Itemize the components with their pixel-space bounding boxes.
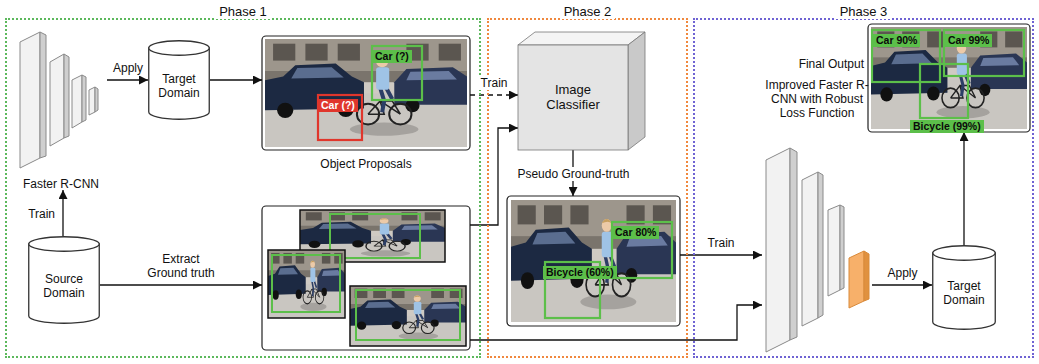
loss-layer-slab [849, 251, 864, 308]
layer-slab [89, 87, 95, 115]
cylinder-top [149, 41, 210, 56]
layer-edge [82, 75, 86, 122]
final-output-photo [868, 24, 1030, 132]
cylinder-body [29, 244, 100, 323]
network-icon: Faster R-CNN [15, 28, 107, 190]
crop-photo [268, 250, 345, 318]
cube-front [518, 45, 628, 150]
crop-border [350, 286, 466, 346]
detection-tag: Bicycle (60%) [543, 266, 617, 279]
image-panel: Car 80% Bicycle (60%) [507, 196, 680, 326]
arrow-connector [470, 128, 518, 225]
phase-region: Final Output Car 90% Car 99% Bicycle (99%) I… [693, 18, 1034, 358]
detection-tag: Car (?) [372, 50, 412, 63]
detection-tag: Car 90% [873, 34, 920, 47]
bounding-box [272, 255, 340, 312]
cylinder-body [149, 48, 210, 119]
edge-label: Train [26, 207, 57, 221]
arrow-connector [100, 284, 262, 285]
detection-tag: Car 80% [612, 226, 659, 239]
layer-slab [766, 148, 790, 352]
edge-label: Apply [111, 61, 145, 75]
cube-top [518, 32, 645, 45]
bounding-box [318, 95, 362, 140]
bounding-box [872, 30, 940, 82]
pseudo-label-photo [507, 196, 680, 326]
node-label: Source Domain [32, 272, 96, 300]
bounding-box [920, 64, 968, 118]
image-caption: Final Output [799, 57, 864, 71]
photo-frame [262, 36, 470, 150]
icon-caption: Faster R-CNN [23, 177, 99, 191]
bounding-box [612, 222, 672, 278]
network-layers-icon [20, 32, 98, 168]
edge-label: Train [479, 76, 510, 90]
layer-edge [790, 148, 797, 340]
database-cylinder: Target Domain [932, 245, 996, 330]
cylinder-top [933, 246, 996, 261]
photo-frame [262, 206, 470, 350]
edge-label: Train [706, 236, 737, 250]
ground-truth-photos [262, 206, 470, 350]
database-cylinder: Target Domain [148, 40, 210, 120]
edge-label: Apply [885, 266, 919, 280]
layer-slab [20, 32, 40, 168]
network-icon: Improved Faster R-CNN with Robust Loss F… [762, 78, 872, 354]
edge-label: Extract Ground truth [142, 252, 220, 280]
cylinder-top [29, 237, 100, 252]
edge-label: Pseudo Ground-truth [515, 167, 631, 181]
classifier-cube: Image Classifier [518, 32, 645, 150]
improved-network-icon [766, 148, 869, 352]
phase-title: Phase 3 [836, 4, 892, 19]
street-photo [265, 39, 467, 147]
node-label: Target Domain [152, 72, 206, 100]
arrow-connector [62, 190, 63, 236]
layer-slab [50, 54, 64, 146]
proposal-photo [262, 36, 470, 150]
arrow-connector [470, 94, 518, 95]
arrow-connector [107, 79, 148, 80]
crop-photo [350, 286, 466, 346]
image-panel [262, 206, 470, 350]
node-label: Target Domain [936, 279, 992, 307]
layer-slab [828, 205, 840, 296]
phase-region: Image ClassifierCar 80%Bicycle (60%)Phas… [487, 18, 688, 358]
node-label: Image Classifier [527, 82, 619, 112]
layer-slab [72, 75, 82, 128]
detection-tag: Bicycle (99%) [910, 120, 984, 133]
cylinder-body [933, 253, 996, 329]
photo-frame [868, 24, 1030, 132]
detection-tag: Car 99% [945, 34, 992, 47]
database-cylinder: Source Domain [28, 236, 100, 324]
phase-region: Faster R-CNNTarget DomainCar (?)Car (?)O… [5, 18, 481, 358]
bounding-box [944, 30, 1024, 76]
loss-layer-edge [864, 251, 869, 301]
arrow-connector [470, 305, 762, 340]
street-photo [871, 27, 1027, 129]
photo-frame [507, 196, 680, 326]
icon-caption: Improved Faster R-CNN with Robust Loss F… [765, 78, 869, 120]
bounding-box [372, 46, 422, 100]
street-photo [511, 200, 676, 322]
phase-title: Phase 1 [215, 4, 271, 19]
layer-edge [64, 54, 69, 138]
layer-edge [95, 87, 98, 112]
phase-title: Phase 2 [560, 4, 616, 19]
bounding-box [356, 290, 460, 340]
cube-side [628, 32, 645, 150]
image-panel: Car (?) Car (?) Object Proposals [262, 36, 470, 170]
layer-edge [818, 172, 823, 318]
image-caption: Object Proposals [320, 157, 411, 171]
arrow-connector [872, 284, 932, 285]
layer-slab [802, 172, 818, 326]
layer-edge [40, 32, 46, 158]
arrow-connector [963, 132, 964, 245]
layer-edge [840, 205, 844, 290]
crop-border [268, 250, 345, 318]
detection-tag: Car (?) [318, 99, 358, 112]
arrow-connector [210, 79, 262, 80]
